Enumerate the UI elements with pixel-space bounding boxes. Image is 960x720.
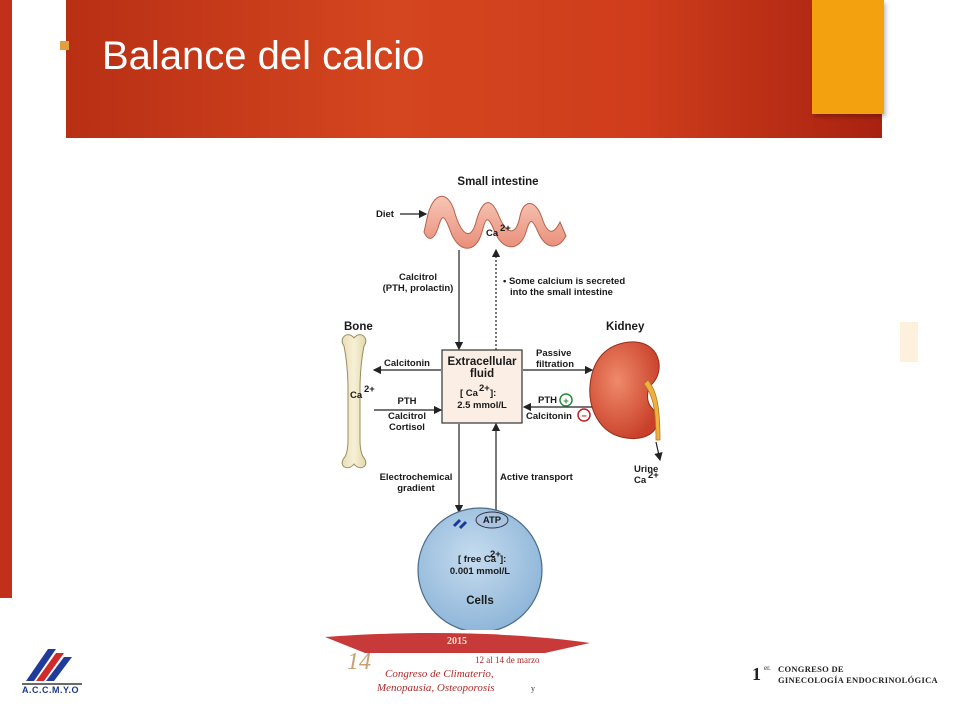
ecf-ca-suffix: ]: [490, 388, 496, 399]
calcitrol-intestine-sub: (PTH, prolactin) [383, 283, 454, 294]
minus-icon [577, 408, 591, 422]
calcitrol-bone-label: Calcitrol [388, 411, 426, 422]
passive-label-1: Passive [536, 348, 571, 359]
bone-shape [341, 334, 367, 469]
plus-sign: + [563, 396, 569, 407]
atp-label: ATP [483, 515, 502, 526]
minus-sign: − [581, 411, 587, 422]
electrochemical-label-2: gradient [397, 483, 435, 494]
accmyo-label: A.C.C.M.Y.O [22, 685, 80, 695]
calcium-balance-diagram: Small intestine Diet Ca 2+ Calcitrol (PT… [341, 176, 663, 630]
slide-title: Balance del calcio [102, 34, 425, 78]
cells-label: Cells [466, 595, 494, 607]
bone-ca-label: Ca [350, 390, 363, 401]
ecf-concentration: 2.5 mmol/L [457, 400, 507, 411]
cortisol-bone-label: Cortisol [389, 422, 425, 433]
calcitonin-kidney-label: Calcitonin [526, 411, 572, 422]
small-intestine-shape [423, 195, 567, 249]
free-ca-concentration: 0.001 mmol/L [450, 566, 510, 577]
kidney-label: Kidney [606, 321, 645, 333]
extracellular-fluid-box [441, 349, 523, 424]
banner-dates: 12 al 14 de marzo [475, 655, 540, 665]
channel-icon [452, 518, 468, 530]
intestine-ca-label: Ca [486, 228, 499, 239]
title-header-band [66, 0, 882, 138]
banner-year: 2015 [447, 636, 467, 647]
pth-kidney-label: PTH [538, 395, 557, 406]
banner-line-1: Congreso de Climaterio, [385, 668, 494, 680]
intestine-ca-charge: 2+ [500, 223, 511, 234]
diet-label: Diet [376, 209, 395, 220]
title-bullet [60, 41, 69, 50]
active-transport-label: Active transport [500, 472, 574, 483]
urine-label-1: Urine [634, 464, 658, 475]
right-logo-line-2: GINECOLOGÍA ENDOCRINOLÓGICA [778, 675, 938, 685]
ureter-shape [643, 379, 661, 441]
right-logo-superscript: er. [764, 664, 771, 672]
decorative-fade-block [900, 322, 918, 362]
ecf-label-2: fluid [470, 368, 494, 380]
right-logo-number: 1 [752, 664, 761, 684]
orange-accent-block [812, 0, 884, 114]
electrochemical-label-1: Electrochemical [380, 472, 453, 483]
passive-label-2: filtration [536, 359, 574, 370]
atp-pump [475, 511, 509, 529]
cell-shape [417, 507, 543, 630]
plus-icon [559, 393, 573, 407]
bone-ca-charge: 2+ [364, 384, 375, 395]
kidney-shape [589, 341, 660, 440]
bone-label: Bone [344, 321, 373, 333]
right-logo-line-1: CONGRESO DE [778, 664, 844, 674]
secreted-label-2: into the small intestine [510, 287, 613, 298]
secreted-label-1: • Some calcium is secreted [503, 276, 625, 287]
banner-y: y [531, 684, 535, 693]
urine-ca-charge: 2+ [648, 470, 659, 481]
urine-label-2: Ca [634, 475, 647, 486]
calcitrol-intestine-label: Calcitrol [399, 272, 437, 283]
free-ca-label: [ free Ca [458, 554, 497, 565]
left-accent-bar [0, 0, 12, 598]
banner-number: 14 [347, 649, 371, 675]
free-ca-suffix: ]: [500, 554, 506, 565]
small-intestine-label: Small intestine [457, 176, 538, 188]
urine-arrow [654, 441, 663, 462]
free-ca-charge: 2+ [490, 549, 501, 560]
ecf-ca-label: [ Ca [460, 388, 479, 399]
ecf-label-1: Extracellular [447, 356, 517, 368]
banner-line-2: Menopausia, Osteoporosis [376, 682, 495, 694]
ecf-ca-charge: 2+ [479, 383, 490, 394]
calcitonin-bone-label: Calcitonin [384, 358, 430, 369]
congress-banner: 2015 12 al 14 de marzo 14 Congreso de Cl… [325, 633, 590, 694]
accmyo-logo-icon [22, 649, 82, 685]
pth-bone-label: PTH [398, 396, 417, 407]
